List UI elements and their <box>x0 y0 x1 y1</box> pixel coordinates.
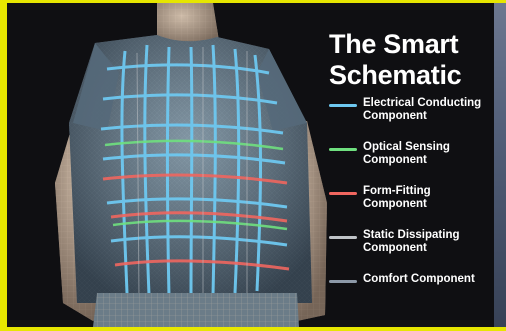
title-line-1: The Smart <box>329 29 461 60</box>
legend-line-static-icon <box>329 236 357 239</box>
legend-item-comfort: Comfort Component <box>329 273 475 286</box>
legend-item-optical: Optical Sensing Component <box>329 141 450 167</box>
legend-line-electrical-icon <box>329 104 357 107</box>
legend-item-static: Static Dissipating Component <box>329 229 460 255</box>
legend-label: Form-Fitting Component <box>363 185 431 211</box>
legend-line-form-icon <box>329 192 357 195</box>
waist-mesh <box>93 293 299 327</box>
legend-item-electrical: Electrical Conducting Component <box>329 97 481 123</box>
legend-label: Optical Sensing Component <box>363 141 450 167</box>
legend-line-optical-icon <box>329 148 357 151</box>
legend-item-form-fitting: Form-Fitting Component <box>329 185 431 211</box>
title-line-2: Schematic <box>329 60 461 91</box>
legend-line-comfort-icon <box>329 280 357 283</box>
torso-figure <box>7 3 337 327</box>
legend-label: Static Dissipating Component <box>363 229 460 255</box>
side-strip <box>494 3 506 327</box>
diagram-title: The Smart Schematic <box>329 29 461 91</box>
legend-label: Electrical Conducting Component <box>363 97 481 123</box>
legend-label: Comfort Component <box>363 273 475 286</box>
